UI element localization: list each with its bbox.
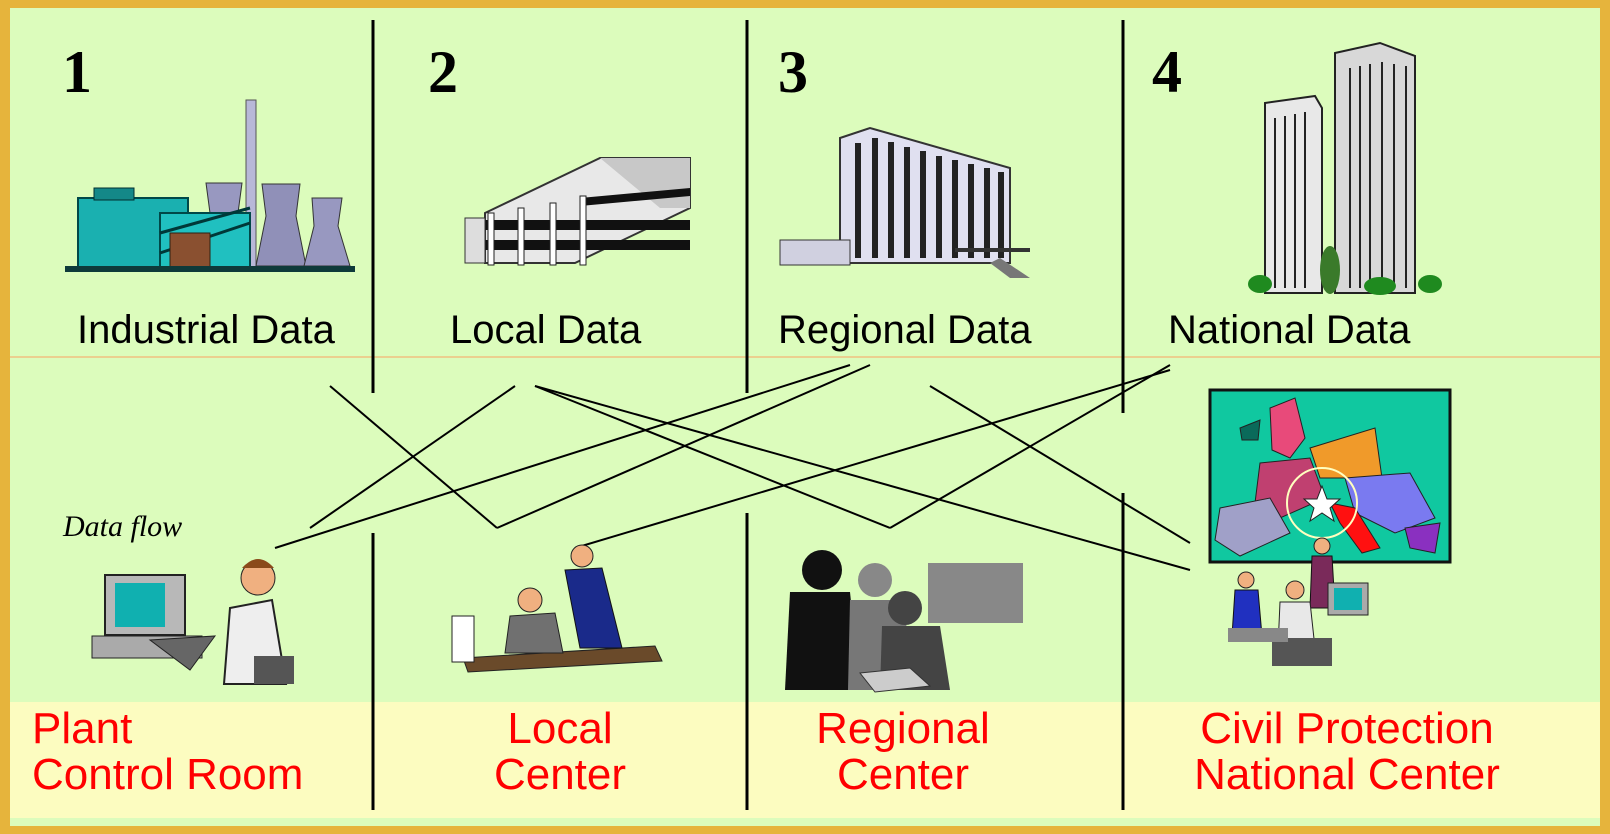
local-building-icon: [464, 157, 691, 266]
step-number-3: 3: [778, 39, 808, 105]
industrial-data-label: Industrial Data: [77, 308, 335, 352]
regional-center-silhouettes-icon: [785, 550, 1023, 693]
diagram-panel: 1 2 3 4 Industrial Data Local Data Regio…: [10, 8, 1600, 826]
national-center-operators-icon: [1228, 537, 1369, 666]
regional-data-label: Regional Data: [778, 308, 1032, 352]
national-data-label: National Data: [1168, 308, 1411, 352]
industrial-plant-icon: [65, 99, 355, 272]
step-number-4: 4: [1152, 39, 1182, 105]
local-data-label: Local Data: [450, 308, 642, 352]
plant-control-room-label: Plant Control Room: [32, 704, 304, 799]
step-number-2: 2: [428, 39, 458, 105]
civil-protection-national-center-label: Civil Protection National Center: [1194, 704, 1500, 799]
local-center-label: Local Center: [493, 704, 627, 799]
step-number-1: 1: [62, 39, 92, 105]
national-towers-icon: [1248, 41, 1442, 295]
center-label-band: [10, 702, 1600, 818]
column-dividers: [371, 20, 1125, 810]
europe-map-icon: [1208, 388, 1452, 564]
data-flow-note: Data flow: [63, 510, 183, 543]
regional-center-label: Regional Center: [816, 704, 990, 799]
diagram-graphics: [10, 20, 1600, 810]
control-room-operator-icon: [91, 559, 294, 685]
data-flow-lines: [274, 364, 1191, 571]
local-center-meeting-icon: [451, 544, 663, 673]
regional-building-icon: [779, 126, 1030, 278]
